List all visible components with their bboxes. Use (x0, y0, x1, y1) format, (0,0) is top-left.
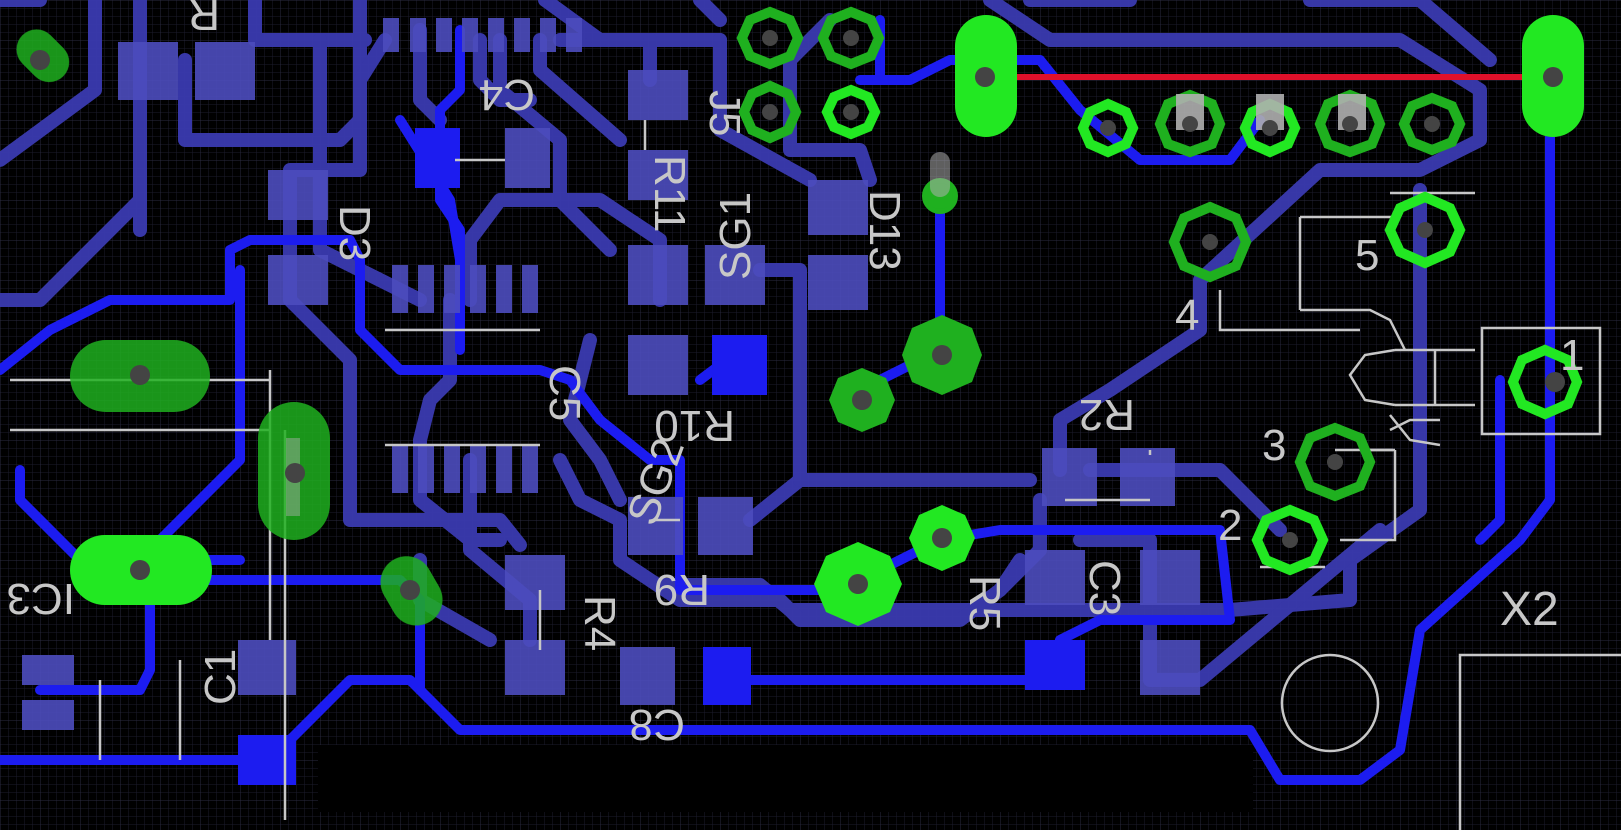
through-hole-pads (16, 6, 1584, 626)
label-d13: D13 (860, 190, 909, 271)
keepout-area (318, 745, 1253, 812)
label-r4: R4 (575, 595, 624, 651)
label-pin4: 4 (1175, 291, 1199, 340)
label-d3: D3 (330, 205, 379, 261)
label-x2: X2 (1500, 583, 1559, 636)
label-c8: C8 (629, 700, 685, 749)
label-c5: C5 (540, 365, 589, 421)
label-r-top: R (188, 0, 220, 39)
label-pin2: 2 (1218, 501, 1242, 550)
label-r2: R2 (1079, 390, 1135, 439)
label-pin3: 3 (1262, 421, 1286, 470)
label-sg1: SG1 (711, 192, 760, 280)
label-ic3: IC3 (7, 574, 75, 623)
label-c1: C1 (196, 649, 245, 705)
label-r11: R11 (645, 155, 694, 232)
label-pin5: 5 (1355, 231, 1379, 280)
label-pin1: 1 (1560, 331, 1584, 380)
smd-pads-top (238, 128, 1085, 785)
label-j5: J5 (700, 90, 749, 136)
label-r10: R10 (654, 401, 735, 450)
label-r9: R9 (654, 565, 710, 614)
smd-pads (22, 18, 1200, 785)
label-c4: C4 (479, 70, 535, 119)
label-c3: C3 (1080, 560, 1129, 616)
label-r5: R5 (960, 575, 1009, 631)
silkscreen-labels: R C4 D3 J5 R11 SG1 D13 R10 C5 R2 SG2 R9 … (7, 0, 1585, 749)
